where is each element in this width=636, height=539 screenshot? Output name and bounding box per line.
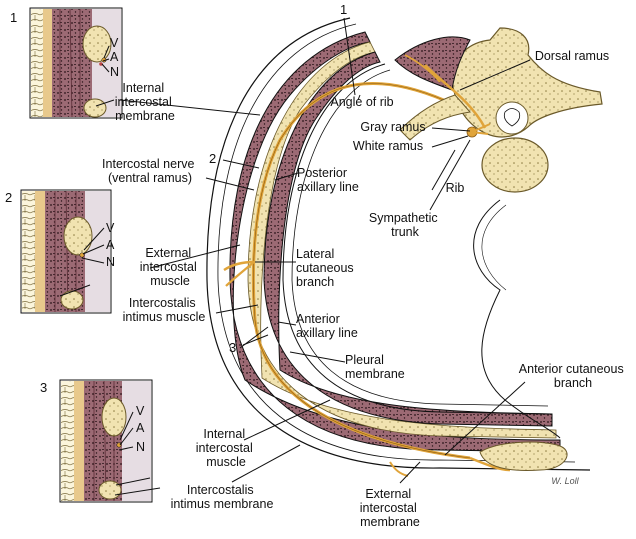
dorsal-ramus-path (424, 64, 487, 129)
external-intercostal-muscle-label: External intercostal muscle (140, 246, 200, 288)
dorsal-ramus-label: Dorsal ramus (535, 49, 609, 63)
posterior-axillary-line-label: Posterior axillary line (297, 166, 359, 194)
mediastinum-outline (473, 199, 561, 439)
pleural-membrane-label: Pleural membrane (345, 353, 405, 381)
inset1-vein-label: V (110, 36, 119, 50)
external-intercostal-membrane-label: External intercostal membrane (360, 487, 420, 529)
section-number-3-main: 3 (229, 340, 236, 355)
fat-layer (61, 381, 74, 501)
skin-outline (206, 17, 591, 471)
inner-muscle-band (263, 51, 553, 427)
costal-cartilage (479, 441, 568, 471)
skin-layer (35, 191, 45, 312)
lateral-branch-path (223, 260, 255, 272)
sympathetic-trunk-label: Sympathetic trunk (369, 211, 441, 239)
gray-ramus-label: Gray ramus (360, 120, 425, 134)
artery-dot (99, 62, 103, 66)
intercostal-muscle-band (229, 31, 561, 453)
internal-intercostal-muscle-label: Internal intercostal muscle (196, 427, 256, 469)
labels: 1 2 3 1 2 3 V A N V A N V A N Internal i… (5, 2, 627, 529)
thorax-cross-section (206, 17, 591, 477)
intercostalis-intimus-muscle-label: Intercostalis intimus muscle (123, 296, 206, 324)
section-number-2: 2 (5, 190, 12, 205)
inset3-artery-label: A (136, 421, 145, 435)
section-number-2-main: 2 (209, 151, 216, 166)
vertebral-body (481, 137, 549, 193)
fat-layer (31, 9, 43, 117)
intercostalis-intimus-membrane-label: Intercostalis intimus membrane (171, 483, 274, 511)
inset2-vein-label: V (106, 221, 115, 235)
skin-layer (74, 381, 84, 501)
inset3-nerve-label: N (136, 440, 145, 454)
rib-neck (399, 94, 471, 141)
anterior-cutaneous-branch-label: Anterior cutaneous branch (519, 362, 627, 390)
rib-label: Rib (446, 181, 465, 195)
section-number-1-main: 1 (340, 2, 347, 17)
rib-cross-section (60, 290, 84, 310)
inset3-vein-label: V (136, 404, 145, 418)
angle-of-rib-label: Angle of rib (330, 95, 393, 109)
rib-cross-section (98, 480, 122, 500)
inset-panel-3 (59, 379, 153, 503)
inset2-artery-label: A (106, 238, 115, 252)
vertebra (394, 27, 603, 193)
intercostal-nerve-label: Intercostal nerve (ventral ramus) (102, 157, 198, 185)
rib-cross-section (63, 216, 93, 256)
rib-cross-section (82, 25, 112, 63)
anterior-branch-path (469, 456, 511, 472)
leader-lines (59, 17, 531, 496)
white-ramus-label: White ramus (353, 139, 423, 153)
fat-layer (22, 191, 35, 312)
back-muscle (394, 36, 471, 91)
vertebral-arch (449, 27, 603, 138)
rib-cross-section (83, 98, 107, 118)
inset-panel-1 (29, 7, 123, 119)
inset1-nerve-label: N (110, 65, 119, 79)
lateral-cutaneous-branch-label: Lateral cutaneous branch (296, 247, 357, 289)
rib-cross-section (101, 397, 127, 437)
pleural-line (282, 63, 551, 415)
rib-band (247, 41, 557, 439)
anterior-axillary-line-label: Anterior axillary line (296, 312, 358, 340)
inset1-artery-label: A (110, 50, 119, 64)
section-number-1: 1 (10, 10, 17, 25)
skin-layer (43, 9, 52, 117)
internal-intercostal-membrane-label: Internal intercostal membrane (115, 81, 175, 123)
artist-signature: W. Loll (551, 476, 579, 486)
section-number-3: 3 (40, 380, 47, 395)
inset2-nerve-label: N (106, 255, 115, 269)
nerve-dot (116, 442, 122, 448)
inset-panel-2 (20, 189, 112, 314)
